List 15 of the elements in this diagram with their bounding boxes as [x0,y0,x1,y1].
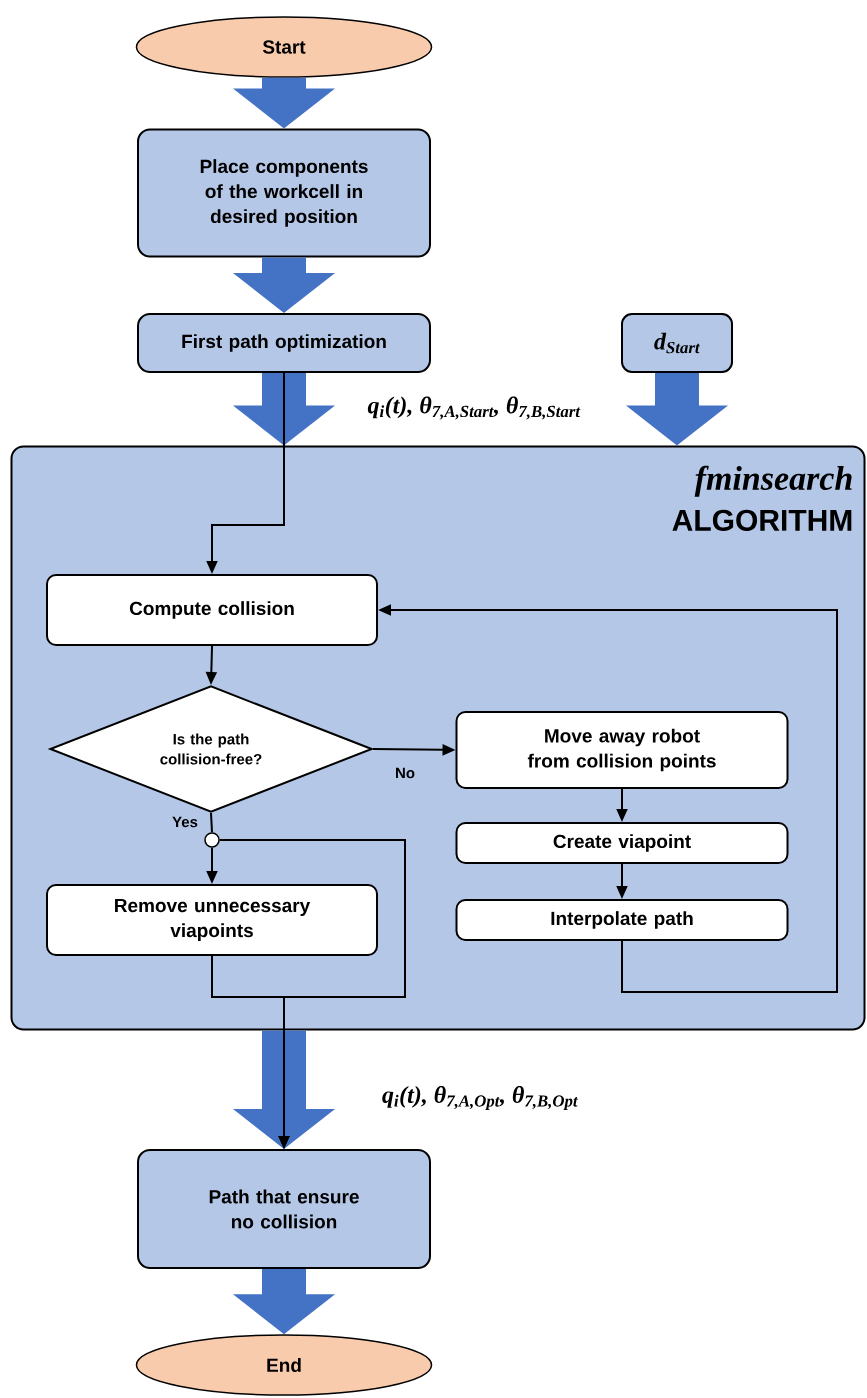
edge-label: q$_{i}$(t), θ$_{7,A,Start}$, θ$_{7,B,Start}$ [365,394,583,422]
connector-line [210,812,213,834]
junction-circle [204,832,220,848]
process-box: Compute collision [46,574,378,646]
process-box: Create viapoint [455,822,789,864]
edge-label: No [396,767,415,779]
process-box: Move away robot from collision points [455,711,789,789]
edge-label: Yes [172,816,198,828]
process-box: Remove unnecessary viapoints [46,884,378,956]
process-box: Path that ensure no collision [137,1149,431,1269]
process-box: First path optimization [137,313,431,373]
input-box: d$_{Start}$ [621,313,733,373]
process-box: Place components of the workcell in desired position [137,128,431,258]
process-box: Interpolate path [455,899,789,941]
edge-label: q$_{i}$(t), θ$_{7,A,Opt}$, θ$_{7,B,Opt}$ [379,1084,581,1113]
